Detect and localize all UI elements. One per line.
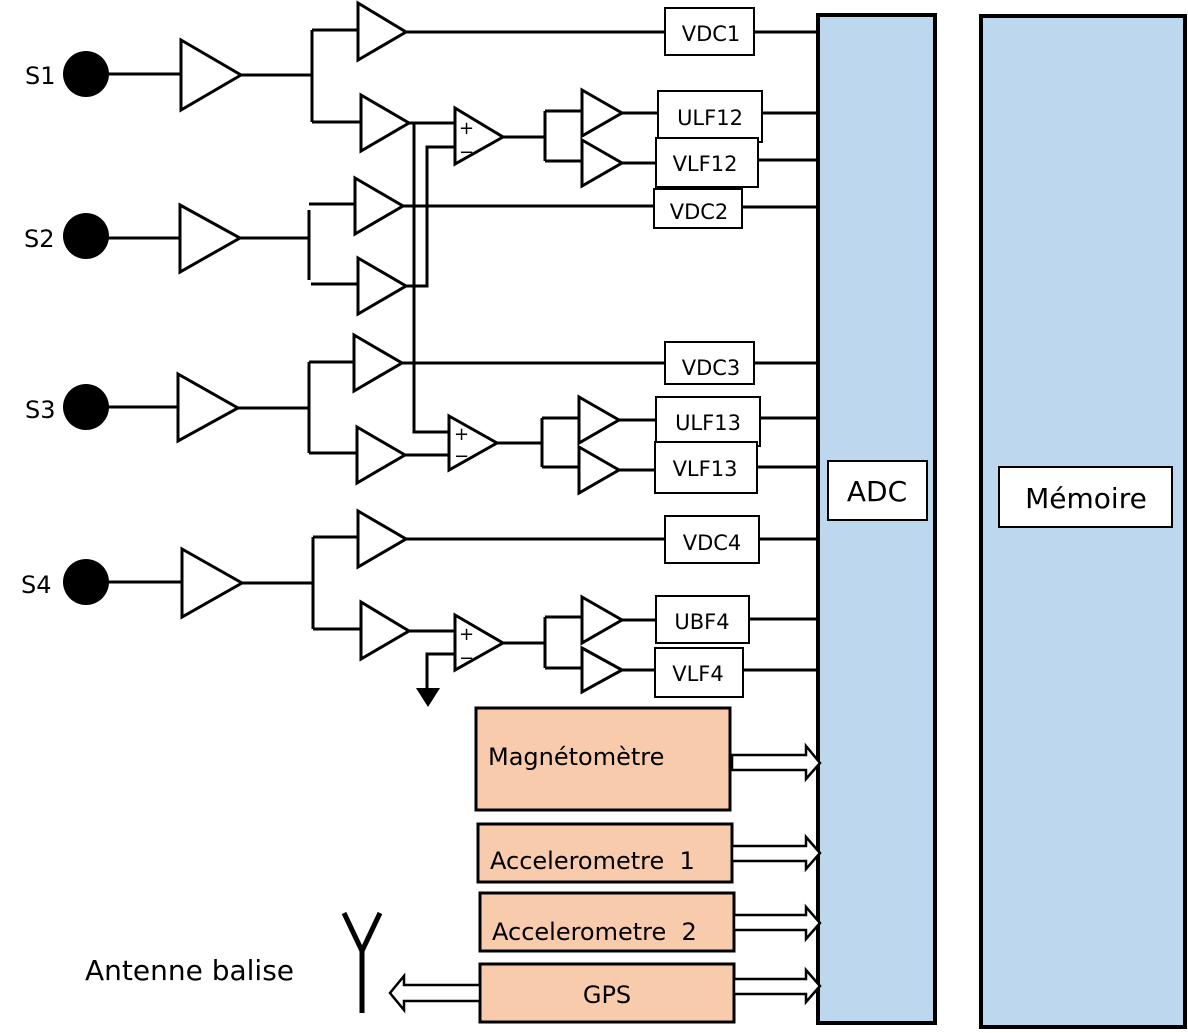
adc-label: ADC [847, 475, 907, 508]
amp-s3-dc-icon [352, 332, 405, 394]
svg-text:VLF4: VLF4 [672, 662, 724, 686]
filter-vdc3: VDC3 [664, 341, 755, 385]
adc-label-box [827, 460, 928, 521]
sensor-label: S4 [21, 571, 52, 599]
memory-label-box [998, 466, 1173, 528]
filter-vlf12: VLF12 [655, 137, 759, 188]
svg-text:VLF12: VLF12 [673, 152, 738, 176]
svg-text:VDC3: VDC3 [682, 356, 741, 380]
arrow-magnetometer-to-adc-icon [730, 742, 822, 783]
diff-amp-12: + − [453, 105, 506, 167]
wire-s4-diff [409, 629, 455, 688]
sensor-s1: S1 [25, 51, 109, 97]
sensor-label: S2 [24, 225, 55, 253]
filter-ubf4: UBF4 [655, 595, 750, 644]
wire-s1 [108, 28, 360, 124]
sensor-electrode-icon [63, 384, 109, 430]
accelerometer1-block: Accelerometre 1 [476, 822, 734, 884]
wire-split-12 [503, 109, 582, 163]
svg-text:ULF12: ULF12 [677, 106, 743, 130]
preamp-s1-icon [179, 37, 244, 113]
amp-ulf12-icon [580, 87, 626, 139]
wire-amp-to-filter [619, 111, 658, 672]
amp-s1-dc-icon [356, 0, 409, 63]
plus-sign: + [459, 624, 474, 645]
diff-amp-icon [453, 105, 506, 167]
sensor-s3: S3 [25, 384, 109, 430]
svg-text:ULF13: ULF13 [675, 411, 741, 435]
minus-sign: − [459, 648, 474, 669]
filter-ulf13: ULF13 [655, 396, 761, 447]
plus-sign: + [454, 424, 469, 445]
plus-sign: + [459, 118, 474, 139]
svg-text:GPS: GPS [583, 981, 631, 1009]
minus-sign: − [454, 446, 469, 467]
arrow-gps-to-adc-icon [732, 966, 822, 1006]
wire-s3 [108, 360, 357, 455]
amp-s4-ac-icon [359, 599, 412, 662]
wire-s2-minus [406, 145, 455, 288]
sensor-s4: S4 [21, 559, 109, 605]
diff-amp-icon [447, 413, 501, 473]
svg-text:VDC1: VDC1 [682, 22, 741, 46]
wire-filters-to-adc [742, 30, 818, 672]
sensor-electrode-icon [63, 559, 109, 605]
arrow-acc1-to-adc-icon [730, 833, 822, 873]
amp-s2-ac-icon [356, 255, 409, 317]
amp-ubf4-icon [580, 594, 626, 646]
amp-ulf13-icon [577, 394, 623, 446]
filter-vlf4: VLF4 [654, 647, 744, 698]
amp-s4-dc-icon [356, 508, 409, 570]
filter-vdc4: VDC4 [664, 515, 760, 564]
memory-label: Mémoire [1025, 482, 1147, 515]
magnetometer-block: Magnétomètre [474, 706, 732, 812]
amp-vlf13-icon [577, 444, 623, 496]
svg-text:Accelerometre 1: Accelerometre 1 [490, 847, 695, 875]
sensor-electrode-icon [63, 213, 109, 259]
minus-sign: − [459, 142, 474, 163]
sensor-label: S1 [25, 62, 56, 90]
sensor-label: S3 [25, 396, 56, 424]
svg-text:VLF13: VLF13 [673, 457, 738, 481]
preamp-s2-icon [178, 202, 244, 275]
wire-s2 [108, 202, 357, 286]
diff-amp-4: + − [453, 612, 507, 673]
wire-s4 [108, 535, 361, 631]
gps-block: GPS [478, 962, 736, 1024]
preamp-s3-icon [176, 371, 242, 444]
sensor-s2: S2 [24, 213, 109, 259]
svg-text:UBF4: UBF4 [674, 610, 729, 634]
arrow-gps-to-antenna-icon [388, 972, 482, 1014]
ground-icon [416, 688, 440, 707]
accelerometer2-block: Accelerometre 2 [478, 891, 736, 953]
amp-s2-dc-icon [353, 175, 406, 237]
antenna-icon [341, 911, 383, 1013]
wire-split-4 [503, 615, 582, 670]
amp-s1-ac-icon [359, 92, 412, 154]
sensor-electrode-icon [63, 51, 109, 97]
filter-vdc2: VDC2 [653, 188, 743, 229]
svg-text:Accelerometre 2: Accelerometre 2 [492, 918, 697, 946]
filter-vlf13: VLF13 [654, 441, 758, 494]
amp-vlf4-icon [580, 645, 626, 695]
antenna-label: Antenne balise [85, 954, 294, 987]
filter-vdc1: VDC1 [664, 7, 755, 56]
svg-text:VDC2: VDC2 [670, 200, 729, 224]
diff-amp-icon [453, 612, 507, 673]
wire-s1-bus [409, 121, 455, 434]
wire-split-13 [497, 416, 579, 469]
svg-text:Magnétomètre: Magnétomètre [488, 743, 664, 771]
amp-vlf12-icon [580, 137, 626, 189]
amp-s3-ac-icon [355, 424, 408, 486]
filter-ulf12: ULF12 [657, 90, 763, 143]
svg-text:VDC4: VDC4 [683, 531, 742, 555]
preamp-s4-icon [180, 546, 246, 620]
arrow-acc2-to-adc-icon [732, 903, 822, 943]
diff-amp-13: + − [447, 413, 501, 473]
